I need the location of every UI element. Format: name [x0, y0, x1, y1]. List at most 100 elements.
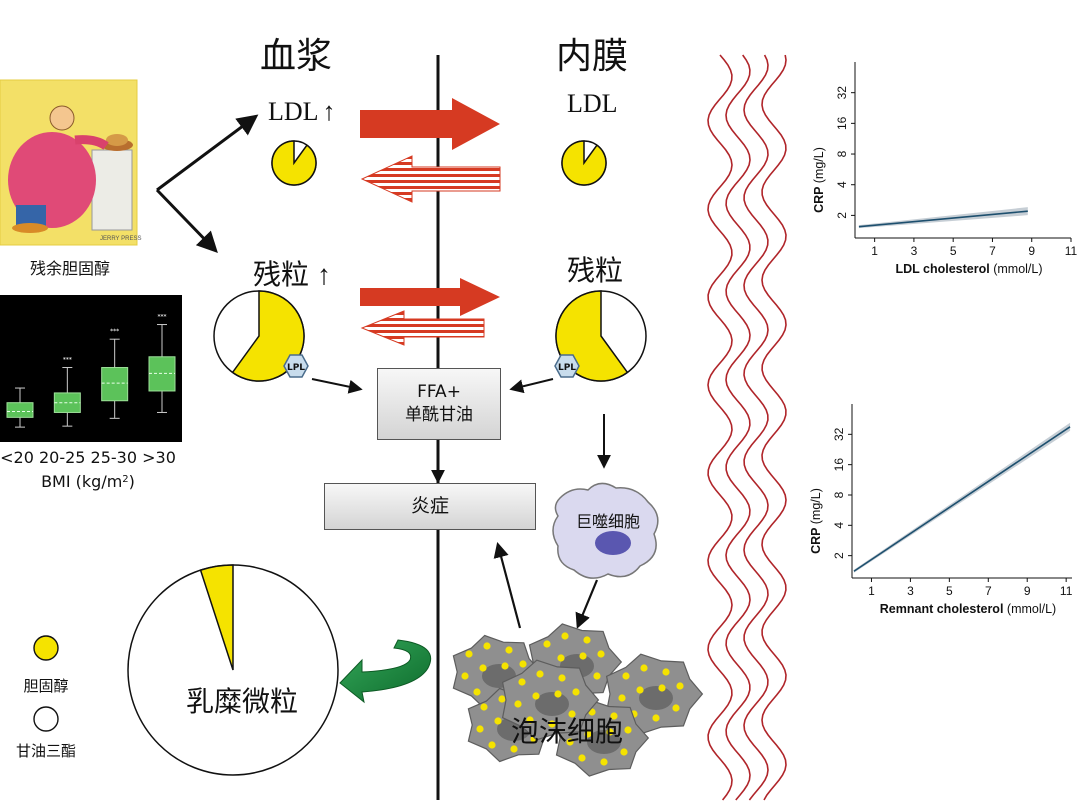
- y-tick-label: 32: [835, 86, 849, 100]
- svg-text:LPL: LPL: [287, 363, 305, 373]
- lipid-droplet: [543, 640, 551, 648]
- foam-cell-nucleus: [535, 692, 569, 716]
- x-tick-label: 11: [1065, 244, 1078, 258]
- y-tick-label: 4: [835, 181, 849, 188]
- x-tick-label: 5: [946, 584, 953, 598]
- recycle-green-arrow: [339, 639, 432, 704]
- intima-ldl-label: LDL: [567, 89, 618, 118]
- lipid-droplet: [584, 730, 592, 738]
- x-tick-label: 5: [950, 244, 957, 258]
- lipid-droplet: [557, 654, 565, 662]
- lipid-droplet: [476, 725, 484, 733]
- bmi-box: [6, 402, 34, 418]
- ffa-line-2: 单酰甘油: [405, 405, 473, 425]
- x-tick-label: 1: [871, 244, 878, 258]
- legend-triglyceride-label: 甘油三酯: [16, 742, 76, 760]
- remnant-influx-arrow: [360, 278, 500, 316]
- lipid-droplet: [532, 692, 540, 700]
- lipid-droplet: [636, 686, 644, 694]
- lipid-droplet: [473, 688, 481, 696]
- plasma-ldl-label: LDL↑: [268, 97, 336, 126]
- lipid-droplet: [652, 714, 660, 722]
- foam-cell-nucleus: [639, 686, 673, 710]
- arrow-lpl-plasma-to-ffa: [311, 378, 363, 394]
- illustration-caption: 残余胆固醇: [30, 259, 110, 278]
- foam-cell-cluster: [452, 623, 704, 777]
- lipid-droplet: [519, 660, 527, 668]
- y-tick-label: 16: [832, 458, 846, 472]
- ldl-influx-arrow: [360, 98, 500, 150]
- regression-line: [858, 210, 1028, 228]
- arrow-foam-to-inflammation: [493, 542, 522, 629]
- lipid-droplet: [465, 650, 473, 658]
- lipid-droplet: [593, 672, 601, 680]
- lipid-droplet: [579, 652, 587, 660]
- pie-cholesterol-slice: [561, 140, 607, 186]
- arterial-wall-waves: [707, 54, 787, 801]
- bmi-significance-mark: ***: [158, 314, 167, 321]
- header-plasma: 血浆: [260, 36, 332, 77]
- lipid-droplet: [554, 690, 562, 698]
- lipid-droplet: [622, 672, 630, 680]
- x-tick-label: 9: [1024, 584, 1031, 598]
- lipid-droplet: [518, 678, 526, 686]
- x-tick-label: 11: [1060, 584, 1073, 598]
- lipid-droplet: [558, 674, 566, 682]
- lipid-droplet: [480, 703, 488, 711]
- x-axis-label: LDL cholesterol (mmol/L): [895, 262, 1042, 276]
- lipid-droplet: [536, 670, 544, 678]
- lipid-droplet: [572, 688, 580, 696]
- inflammation-box: 炎症: [324, 483, 536, 530]
- x-tick-label: 9: [1028, 244, 1035, 258]
- y-axis-label: CRP (mg/L): [809, 488, 823, 554]
- ffa-line-1: FFA+: [417, 382, 461, 403]
- y-tick-label: 8: [832, 491, 846, 498]
- lipid-droplet: [526, 716, 534, 724]
- lipid-droplet: [568, 710, 576, 718]
- foam-cell-label: 泡沫细胞: [511, 715, 623, 748]
- header-intima: 内膜: [556, 36, 628, 77]
- lipid-droplet: [483, 642, 491, 650]
- pie-cholesterol-slice: [231, 290, 305, 382]
- lipid-droplet: [561, 632, 569, 640]
- lipid-droplet: [514, 700, 522, 708]
- legend: 胆固醇 甘油三酯: [16, 635, 76, 760]
- x-axis-label: Remnant cholesterol (mmol/L): [880, 602, 1056, 616]
- lipid-droplet: [658, 684, 666, 692]
- y-tick-label: 2: [835, 212, 849, 219]
- lipid-droplet: [640, 664, 648, 672]
- lipid-droplet: [488, 741, 496, 749]
- pie-cholesterol-slice: [199, 564, 234, 671]
- remnant-efflux-arrow: [360, 310, 485, 346]
- chylomicron-pie: [127, 564, 339, 776]
- macrophage-cell: 巨噬细胞: [552, 482, 659, 579]
- svg-text:LPL: LPL: [558, 363, 576, 373]
- y-tick-label: 8: [835, 150, 849, 157]
- lipid-droplet: [624, 726, 632, 734]
- x-tick-label: 7: [989, 244, 996, 258]
- lipid-droplet: [600, 758, 608, 766]
- x-tick-label: 3: [907, 584, 914, 598]
- lpl-badge-intima: LPL: [554, 354, 580, 378]
- foam-cell-nucleus: [587, 730, 621, 754]
- lipid-droplet: [566, 738, 574, 746]
- x-tick-label: 7: [985, 584, 992, 598]
- legend-triglyceride-swatch: [33, 706, 59, 732]
- y-tick-label: 32: [832, 427, 846, 441]
- lipid-droplet: [479, 664, 487, 672]
- bmi-box: [101, 367, 129, 402]
- bmi-boxplot: *********: [6, 314, 176, 428]
- lipid-droplet: [578, 754, 586, 762]
- lipid-droplet: [494, 717, 502, 725]
- lipid-droplet: [620, 748, 628, 756]
- bmi-category-labels: <20 20-25 25-30 >30: [0, 448, 176, 467]
- regression-line: [853, 426, 1071, 572]
- legend-cholesterol-label: 胆固醇: [23, 677, 68, 695]
- lipid-droplet: [461, 672, 469, 680]
- plasma-remnant-pie: [213, 290, 305, 382]
- foam-cell: [501, 659, 600, 741]
- x-tick-label: 1: [868, 584, 875, 598]
